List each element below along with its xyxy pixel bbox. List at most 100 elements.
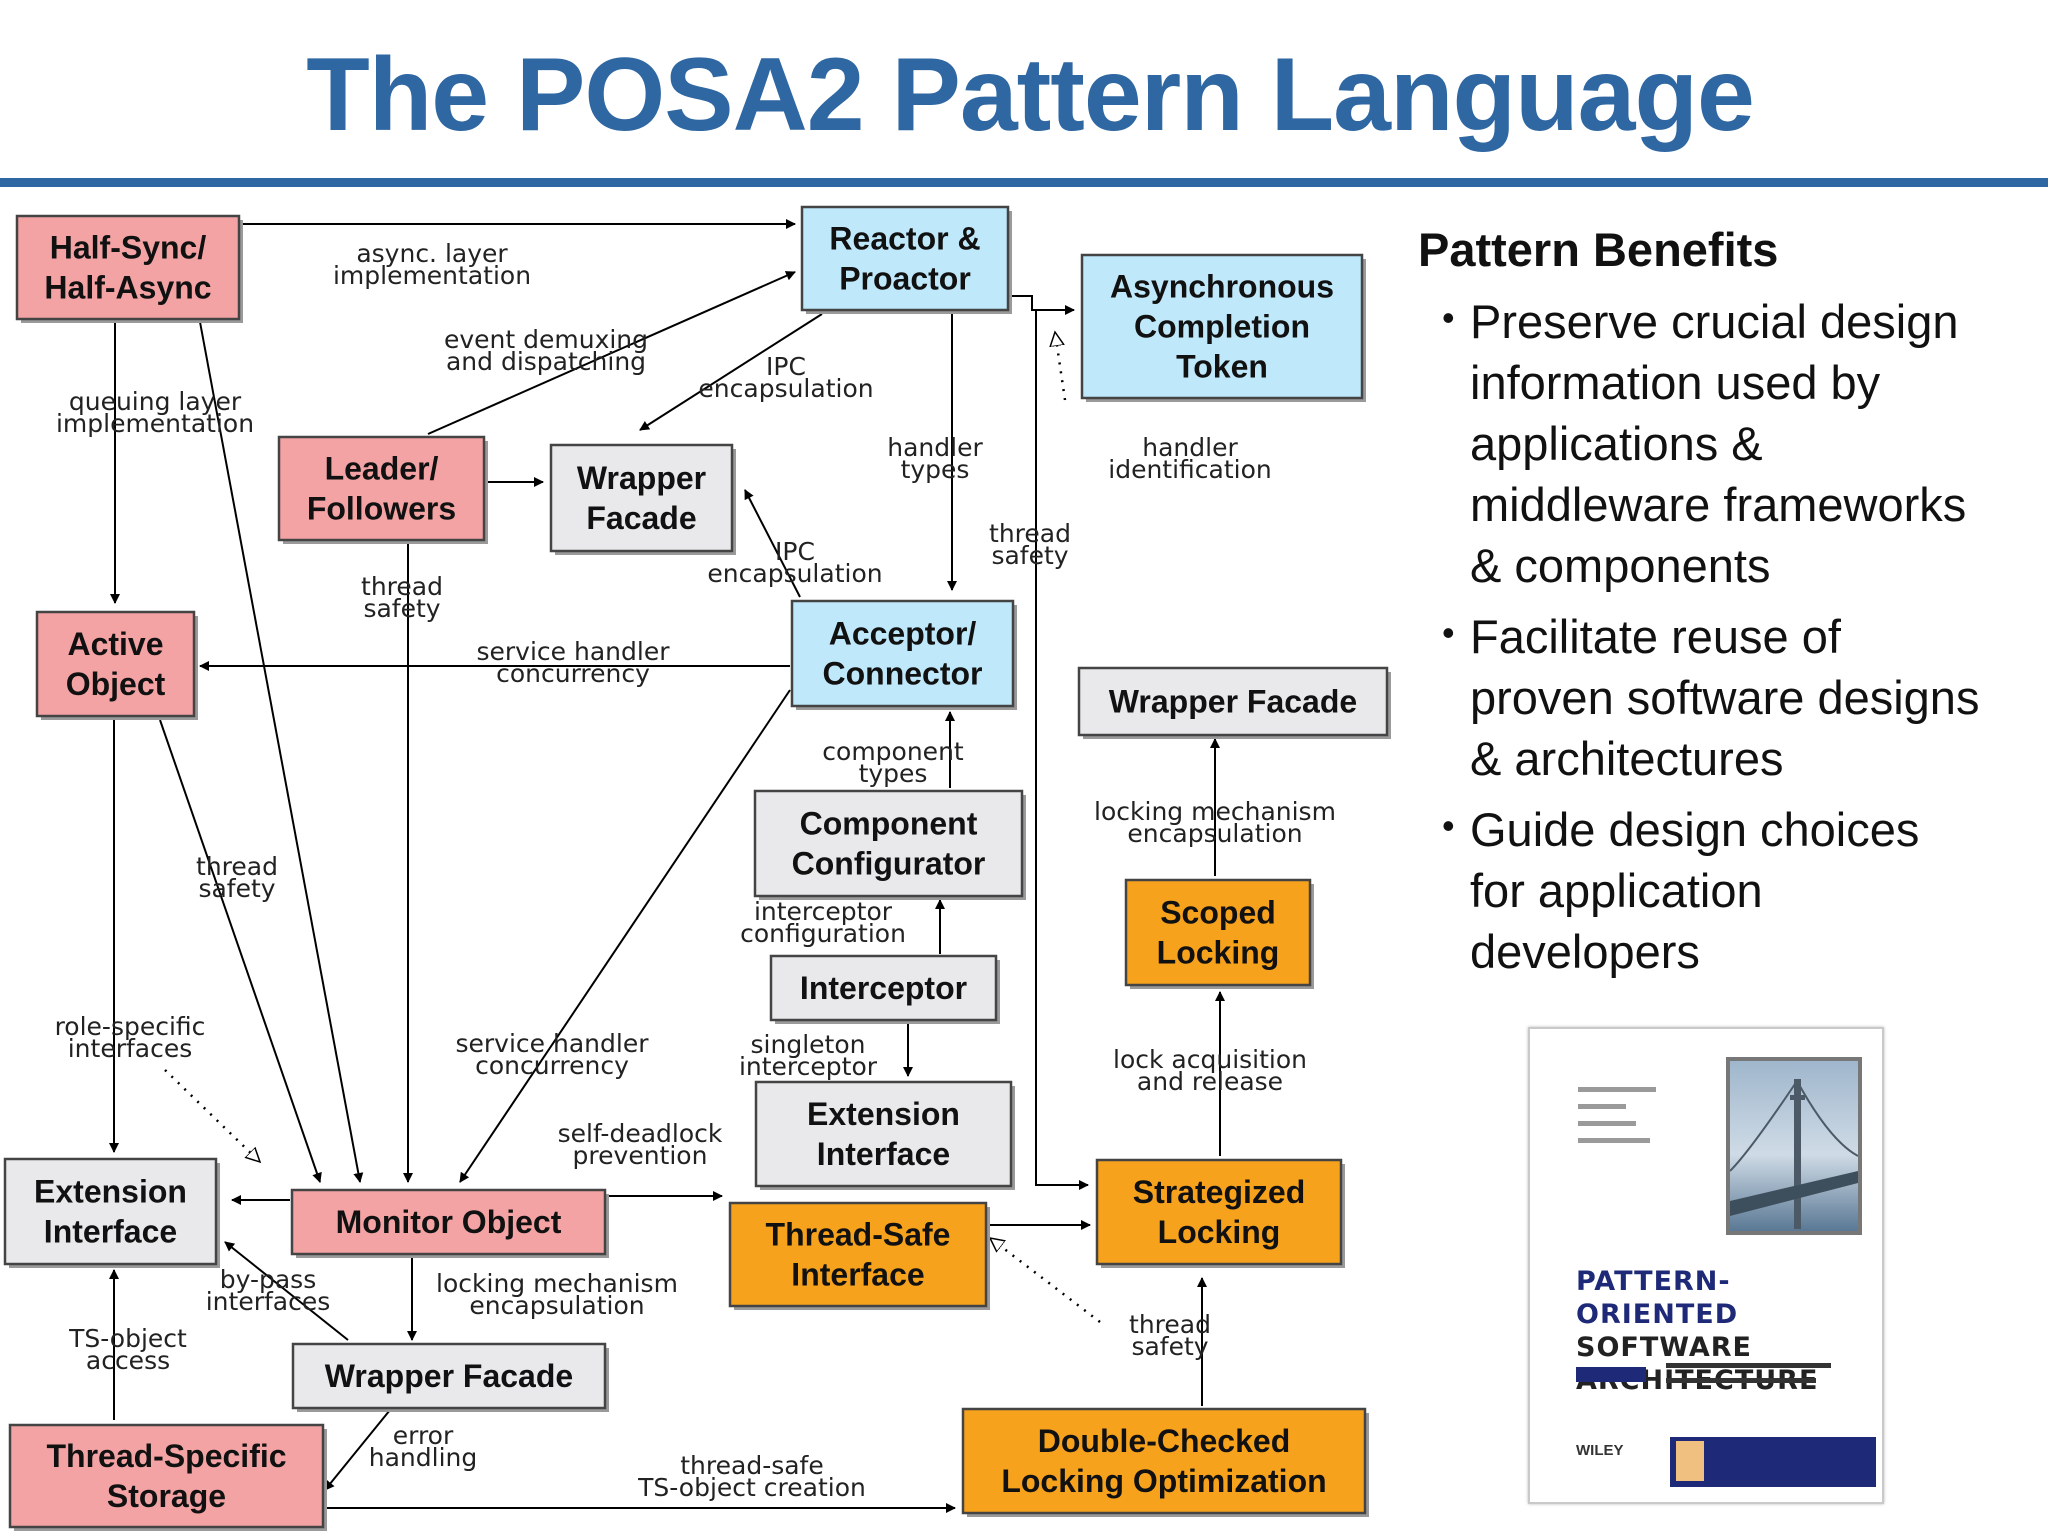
label-service-handler-bottom-line-1: service handler <box>456 1029 650 1058</box>
label-queuing-layer-line-1: queuing layer <box>69 387 242 416</box>
label-handler-types-line-2: types <box>901 455 970 484</box>
benefit-item-3-line-3: developers <box>1470 925 1700 978</box>
active-object-node-line-1: Active <box>67 626 163 662</box>
label-role-specific-line-2: interfaces <box>68 1034 193 1063</box>
wrapper-facade-right-node: Wrapper Facade <box>1077 666 1391 739</box>
benefit-item-2-line-2: proven software designs <box>1470 671 1980 724</box>
strategized-locking-node-line-1: Strategized <box>1133 1174 1305 1210</box>
component-configurator-node-line-2: Configurator <box>792 846 986 882</box>
label-thread-safety-leader-line-1: thread <box>361 572 443 601</box>
label-thread-safety-active-line-2: safety <box>198 874 275 903</box>
asynchronous-completion-token-node-line-2: Completion <box>1134 309 1310 345</box>
label-ipc-top-line-2: encapsulation <box>698 374 873 403</box>
edge-lines <box>109 219 1225 1513</box>
label-singleton-line-1: singleton <box>751 1030 866 1059</box>
label-singleton-line-2: interceptor <box>739 1052 878 1081</box>
wrapper-facade-top-node-line-2: Facade <box>586 500 696 536</box>
edge-act-handler-id <box>1055 332 1067 401</box>
label-async-layer-line-2: implementation <box>333 261 531 290</box>
asynchronous-completion-token-node-line-3: Token <box>1176 349 1268 385</box>
edge-acceptor-wrapper <box>744 489 801 598</box>
reactor-proactor-node-line-1: Reactor & <box>829 221 980 257</box>
label-thread-safety-active-line-1: thread <box>196 852 278 881</box>
scoped-locking-node-line-1: Scoped <box>1160 895 1276 931</box>
label-service-handler-top-line-2: concurrency <box>496 659 650 688</box>
label-ts-object-line-2: access <box>86 1346 170 1375</box>
wrapper-facade-right-node-line-1: Wrapper Facade <box>1109 684 1357 720</box>
half-sync-half-async-node: Half-Sync/Half-Async <box>15 214 243 323</box>
book-volume-badge <box>1576 1367 1646 1382</box>
benefit-item-1-line-5: & components <box>1470 539 1771 592</box>
bullet-icon: • <box>1442 805 1455 846</box>
benefits-heading: Pattern Benefits <box>1418 223 1779 276</box>
label-error-handling-line-1: error <box>393 1421 454 1450</box>
edge-activeobject-monitor <box>159 719 322 1183</box>
active-object-node-line-2: Object <box>66 666 166 702</box>
bullet-icon: • <box>1442 297 1455 338</box>
label-handler-id-line-2: identification <box>1108 455 1272 484</box>
reactor-proactor-node-line-2: Proactor <box>839 261 971 297</box>
monitor-object-node-line-1: Monitor Object <box>336 1204 562 1240</box>
label-component-types-line-2: types <box>859 759 928 788</box>
label-locking-mech-right-line-2: encapsulation <box>1127 819 1302 848</box>
edge-reactor-wrapper <box>639 313 823 431</box>
edge-reactor-strategized <box>1035 310 1089 1190</box>
label-component-types-line-1: component <box>822 737 964 766</box>
edge-role-specific <box>164 1069 260 1162</box>
benefit-item-1-line-3: applications & <box>1470 417 1763 470</box>
book-logo-icon <box>1676 1441 1704 1481</box>
book-bridge-photo <box>1726 1057 1862 1235</box>
benefit-item-1-line-1: Preserve crucial design <box>1470 295 1959 348</box>
label-lock-acq-line-2: and release <box>1137 1067 1283 1096</box>
leader-followers-node-line-1: Leader/ <box>325 451 439 487</box>
label-role-specific-line-1: role-specific <box>55 1012 206 1041</box>
book-cover: PATTERN-ORIENTED SOFTWARE ARCHITECTURE W… <box>1528 1027 1884 1504</box>
wrapper-facade-bottom-node: Wrapper Facade <box>291 1342 609 1412</box>
edge-reactor-act <box>1008 295 1075 315</box>
acceptor-connector-node: Acceptor/Connector <box>790 599 1017 710</box>
reactor-proactor-node: Reactor & Proactor <box>800 205 1012 314</box>
thread-safe-interface-node-line-2: Interface <box>791 1257 924 1293</box>
label-thread-safety-dcl-line-2: safety <box>1131 1332 1208 1361</box>
book-title-line-1: PATTERN-ORIENTED <box>1576 1266 1739 1330</box>
wrapper-facade-bottom-node-line-1: Wrapper Facade <box>325 1358 573 1394</box>
label-self-deadlock-line-1: self-deadlock <box>558 1119 723 1148</box>
benefit-item-2-line-3: & architectures <box>1470 732 1784 785</box>
thread-safe-interface-node-line-1: Thread-Safe <box>766 1217 951 1253</box>
label-thread-safety-dcl-line-1: thread <box>1129 1310 1211 1339</box>
label-thread-safety-right-line-2: safety <box>991 541 1068 570</box>
double-checked-locking-node-line-1: Double-Checked <box>1038 1423 1290 1459</box>
interceptor-node-line-1: Interceptor <box>800 970 967 1006</box>
bullet-icon: • <box>1442 612 1455 653</box>
label-thread-safety-leader-line-2: safety <box>363 594 440 623</box>
thread-specific-storage-node-line-1: Thread-Specific <box>46 1438 286 1474</box>
book-publisher: WILEY <box>1576 1442 1624 1459</box>
extension-interface-left-node-line-2: Interface <box>44 1214 177 1250</box>
acceptor-connector-node-line-1: Acceptor/ <box>829 616 977 652</box>
component-configurator-node-line-1: Component <box>800 806 978 842</box>
